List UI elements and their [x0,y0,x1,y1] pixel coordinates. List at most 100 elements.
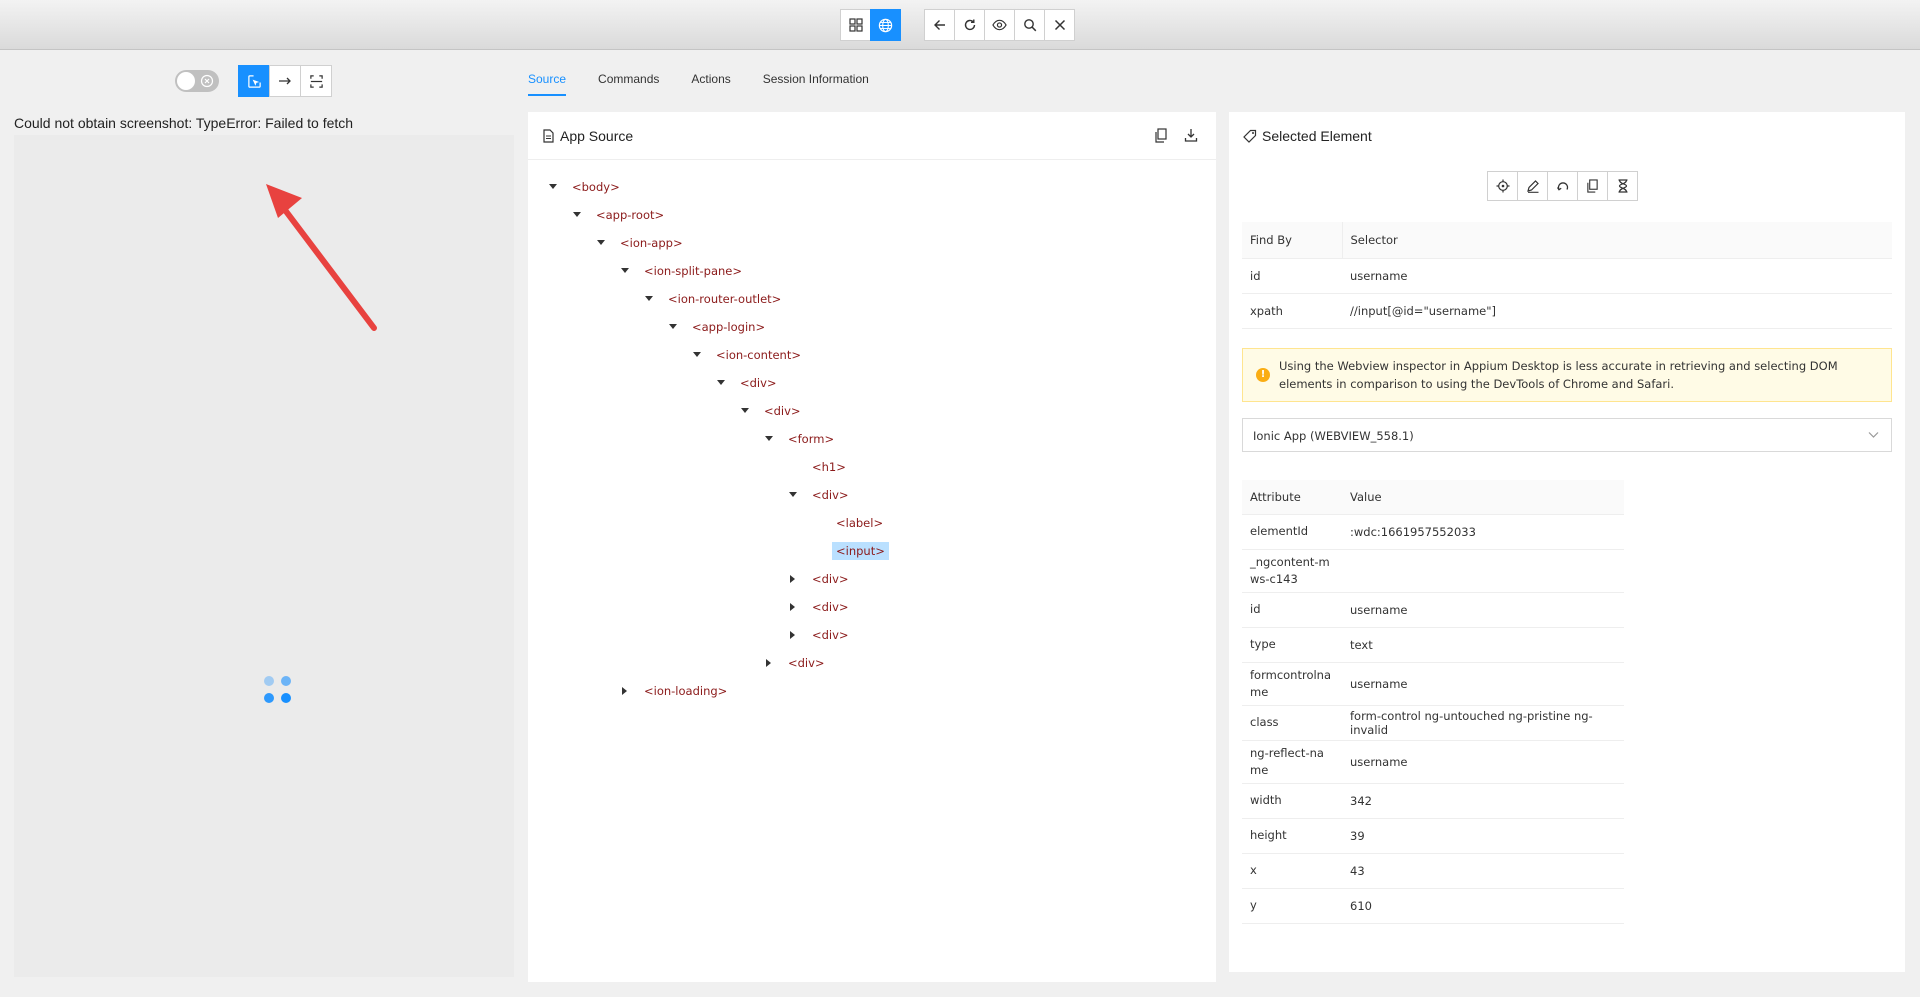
caret-down-icon[interactable] [642,292,656,306]
swipe-button[interactable] [269,65,301,97]
tree-node-label[interactable]: <ion-app> [620,236,683,250]
tap-element-button[interactable] [1487,171,1518,201]
tree-node-label[interactable]: <label> [836,516,884,530]
tree-node[interactable]: <input> [810,540,889,562]
tree-node[interactable]: <label> [810,512,887,534]
copy-attributes-button[interactable] [1577,171,1608,201]
tree-node[interactable]: <ion-content> [690,344,805,366]
caret-right-icon[interactable] [786,572,800,586]
tree-node-label[interactable]: <div> [812,572,849,586]
caret-right-icon[interactable] [762,656,776,670]
tree-node[interactable]: <app-login> [666,316,769,338]
attribute-value-cell[interactable]: 43 [1342,853,1624,889]
tree-node-label[interactable]: <ion-loading> [644,684,728,698]
screenshot-panel: Could not obtain screenshot: TypeError: … [0,50,528,997]
caret-down-icon[interactable] [546,180,560,194]
attribute-value-cell[interactable]: 610 [1342,888,1624,924]
tree-node-label[interactable]: <ion-content> [716,348,801,362]
back-arrow-icon [933,20,945,30]
tap-coordinates-button[interactable] [300,65,332,97]
attribute-name-cell: _ngcontent-mws-c143 [1242,549,1342,593]
tree-node[interactable]: <div> [786,484,853,506]
selector-cell[interactable]: //input[@id="username"] [1342,293,1892,329]
webview-mode-button[interactable] [870,9,901,41]
tab-session-information[interactable]: Session Information [762,72,869,86]
screenshot-toggle[interactable] [175,70,219,92]
attribute-value-cell[interactable]: 342 [1342,783,1624,819]
tree-node[interactable]: <ion-split-pane> [618,260,746,282]
tab-actions[interactable]: Actions [691,72,731,86]
refresh-source-button[interactable] [954,9,985,41]
tree-node[interactable]: <div> [738,400,805,422]
tree-node-label[interactable]: <div> [812,628,849,642]
webview-context-select[interactable]: Ionic App (WEBVIEW_558.1) [1242,418,1892,452]
tree-node[interactable]: <div> [786,568,853,590]
caret-right-icon[interactable] [786,600,800,614]
attribute-value-cell[interactable]: username [1342,662,1624,706]
tree-node[interactable]: <div> [762,652,829,674]
attribute-value-cell[interactable]: username [1342,592,1624,628]
attribute-value-cell[interactable] [1342,549,1624,593]
tree-node[interactable]: <body> [546,176,624,198]
caret-down-icon[interactable] [714,376,728,390]
caret-down-icon[interactable] [786,488,800,502]
tree-node-label[interactable]: <div> [764,404,801,418]
tree-spacer [810,516,824,530]
tree-node-label[interactable]: <app-root> [596,208,665,222]
tree-node[interactable]: <app-root> [570,204,668,226]
attribute-value-cell[interactable]: username [1342,740,1624,784]
attribute-value-cell[interactable]: 39 [1342,818,1624,854]
find-by-header: Find By [1242,222,1343,259]
attribute-value-cell[interactable]: :wdc:1661957552033 [1342,514,1624,550]
caret-down-icon[interactable] [738,404,752,418]
attribute-value-cell[interactable]: form-control ng-untouched ng-pristine ng… [1342,705,1624,741]
tree-node[interactable]: <div> [786,624,853,646]
caret-down-icon[interactable] [762,432,776,446]
select-element-button[interactable] [238,65,270,97]
download-icon[interactable] [1184,128,1198,143]
tree-node[interactable]: <ion-app> [594,232,687,254]
caret-right-icon[interactable] [786,628,800,642]
table-row: id username [1242,258,1892,294]
caret-down-icon[interactable] [618,264,632,278]
tree-node[interactable]: <form> [762,428,838,450]
get-timing-button[interactable] [1607,171,1638,201]
tree-node[interactable]: <ion-loading> [618,680,731,702]
attribute-value-cell[interactable]: text [1342,627,1624,663]
tree-node[interactable]: <h1> [786,456,850,478]
native-mode-button[interactable] [840,9,871,41]
copy-icon [1587,179,1598,193]
tree-node-label[interactable]: <ion-router-outlet> [668,292,782,306]
tree-node[interactable]: <ion-router-outlet> [642,288,785,310]
tree-node-label[interactable]: <body> [572,180,620,194]
search-elements-button[interactable] [1014,9,1045,41]
tree-node-label[interactable]: <div> [812,488,849,502]
tree-node[interactable]: <div> [786,596,853,618]
caret-right-icon[interactable] [618,684,632,698]
tree-node[interactable]: <div> [714,372,781,394]
recorder-button[interactable] [984,9,1015,41]
tree-node-label[interactable]: <div> [812,600,849,614]
caret-down-icon[interactable] [594,236,608,250]
tree-node-label[interactable]: <div> [788,656,825,670]
tree-node-label[interactable]: <h1> [812,460,846,474]
tab-source[interactable]: Source [528,66,567,96]
copy-icon[interactable] [1154,128,1168,143]
tree-node-label[interactable]: <ion-split-pane> [644,264,742,278]
attribute-name-cell: x [1242,853,1342,889]
selector-cell[interactable]: username [1342,258,1892,294]
caret-down-icon[interactable] [690,348,704,362]
clear-element-button[interactable] [1547,171,1578,201]
tree-node-label[interactable]: <form> [788,432,835,446]
tab-commands[interactable]: Commands [598,72,660,86]
back-button[interactable] [924,9,955,41]
tree-node-label[interactable]: <div> [740,376,777,390]
tree-node-label[interactable]: <app-login> [692,320,766,334]
send-keys-button[interactable] [1517,171,1548,201]
quit-session-button[interactable] [1044,9,1075,41]
caret-down-icon[interactable] [570,208,584,222]
caret-down-icon[interactable] [666,320,680,334]
tree-node-label[interactable]: <input> [832,542,889,560]
